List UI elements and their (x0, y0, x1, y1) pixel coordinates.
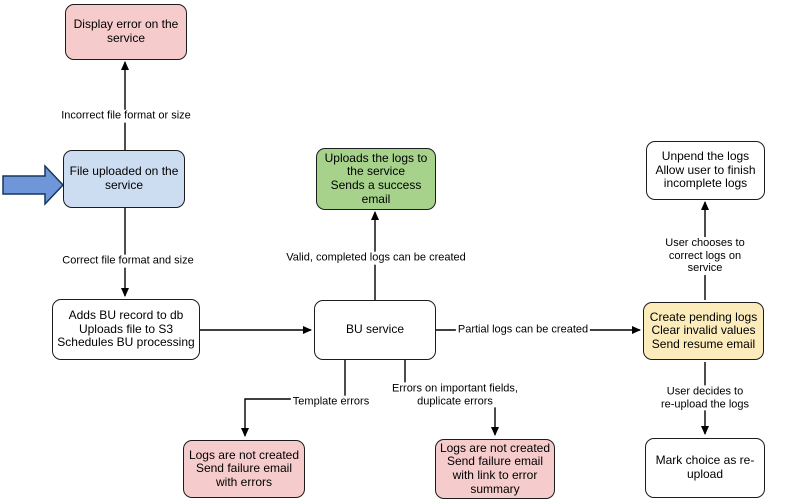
edge-label-incorrect-format: Incorrect file format or size (59, 109, 193, 123)
node-mark-reupload: Mark choice as re- upload (645, 438, 765, 498)
edge-label-user-corrects: User chooses to correct logs on service (657, 237, 753, 275)
node-fail-fields: Logs are not created Send failure email … (435, 439, 555, 499)
node-create-pending: Create pending logs Clear invalid values… (643, 302, 764, 360)
edge-label-valid-logs: Valid, completed logs can be created (284, 251, 468, 265)
edge-label-correct-format: Correct file format and size (60, 254, 196, 268)
node-fail-template: Logs are not created Send failure email … (183, 440, 305, 498)
edge-label-partial-logs: Partial logs can be created (455, 323, 591, 337)
node-unpend-logs: Unpend the logs Allow user to finish inc… (646, 141, 765, 200)
edge-label-user-reuploads: User decides to re-upload the logs (657, 385, 753, 411)
entry-arrow-icon (2, 164, 65, 206)
edge-label-template-errors: Template errors (290, 395, 372, 409)
node-adds-bu-record: Adds BU record to db Uploads file to S3 … (52, 299, 200, 360)
edge-label-field-errors: Errors on important fields, duplicate er… (390, 382, 520, 408)
node-bu-service: BU service (314, 300, 436, 360)
node-uploads-logs: Uploads the logs to the service Sends a … (316, 148, 436, 210)
node-file-uploaded: File uploaded on the service (63, 150, 185, 208)
node-display-error: Display error on the service (65, 4, 187, 60)
